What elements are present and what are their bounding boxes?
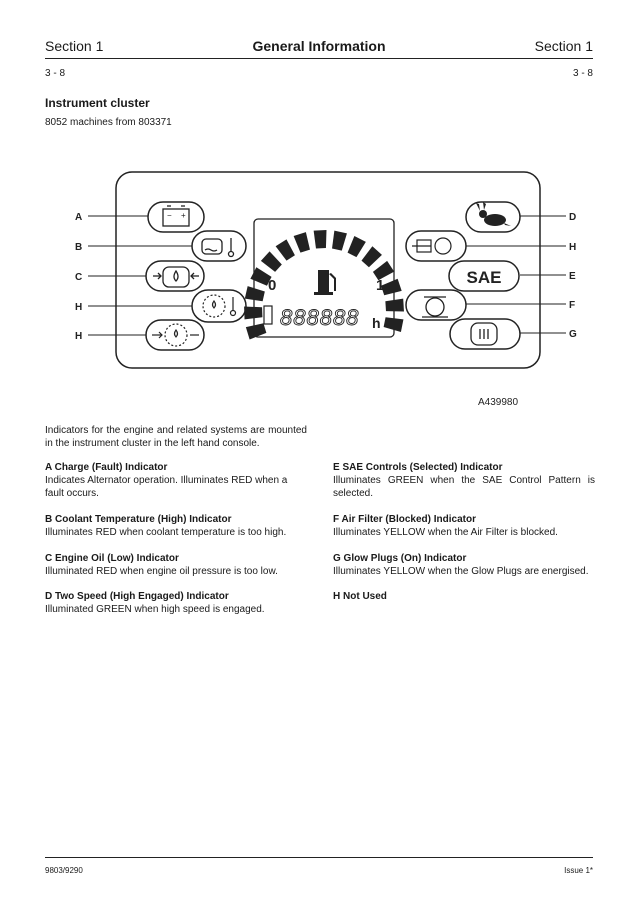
oil-pressure-icon [153,266,199,288]
lcd-hourglass-segment [263,305,273,325]
hourglass-icon [412,237,452,255]
item-c-text: Illuminated RED when engine oil pressure… [45,566,278,577]
cluster-outline [115,171,541,369]
item-d-title: D Two Speed (High Engaged) Indicator [45,591,229,602]
footer-issue: Issue 1* [564,866,593,875]
callout-right-1: D [569,212,576,223]
item-b-title: B Coolant Temperature (High) Indicator [45,514,232,525]
callout-left-3: C [75,272,82,283]
header-title: General Information [252,38,386,54]
gauge-bar-segment [372,260,395,281]
item-f-title: F Air Filter (Blocked) Indicator [333,514,476,525]
lcd-unit: h [372,315,381,331]
header-section-right: Section 1 [534,38,593,54]
svg-text:−: − [167,211,172,220]
sae-label: SAE [467,268,502,287]
item-g-title: G Glow Plugs (On) Indicator [333,553,467,564]
item-h: H Not Used [333,590,595,603]
gauge-arc [244,230,404,340]
battery-icon: − + [162,205,190,227]
item-f: F Air Filter (Blocked) Indicator Illumin… [333,513,595,539]
item-g-text: Illuminates YELLOW when the Glow Plugs a… [333,566,589,577]
gauge-bar-segment [347,235,366,258]
lcd-digits: 888888 [280,305,359,330]
gauge-bar-segment [250,267,272,286]
callout-left-2: B [75,242,82,253]
gauge-bar-segment [244,306,263,320]
item-c-title: C Engine Oil (Low) Indicator [45,553,179,564]
rabbit-icon [476,202,511,226]
fuel-gauge-icon [314,270,336,295]
gauge-bar-segment [244,286,265,302]
callout-left-5: H [75,331,82,342]
svg-text:+: + [181,211,186,220]
gauge-bar-segment [260,251,282,272]
page-number-right: 3 - 8 [572,68,593,79]
page-title: Instrument cluster [45,96,150,110]
footer-rule [45,857,593,858]
gauge-bar-segment [313,230,327,249]
item-d: D Two Speed (High Engaged) Indicator Ill… [45,590,307,616]
item-a-title: A Charge (Fault) Indicator [45,462,168,473]
coolant-temperature-icon [201,238,235,258]
page-number-left: 3 - 8 [45,68,66,79]
header-section-left: Section 1 [45,38,104,54]
item-e-text: Illuminates GREEN when the SAE Control P… [333,475,595,499]
item-a: A Charge (Fault) Indicator Indicates Alt… [45,461,307,500]
glow-plug-icon [470,322,498,346]
header-rule [45,58,593,59]
item-b: B Coolant Temperature (High) Indicator I… [45,513,307,539]
callout-left-1: A [75,212,82,223]
instrument-cluster-figure: A B C H H D H E F G − + [75,171,577,408]
gauge-bar-segment [361,246,382,268]
page-subtitle: 8052 machines from 803371 [45,117,172,128]
gauge-bar-segment [385,298,404,312]
gauge-bar-segment [245,323,267,340]
callout-left-4: H [75,302,82,313]
oil-level-icon [152,323,199,347]
gauge-max-label: 1 [376,277,384,294]
figure-ref: A439980 [478,397,518,408]
callout-right-3: E [569,271,576,282]
gauge-bar-segment [383,317,404,332]
callout-right-5: G [569,329,577,340]
fuel-pump-icon [422,296,448,318]
air-filter-icon [202,294,237,318]
item-e: E SAE Controls (Selected) Indicator Illu… [333,461,595,500]
item-e-title: E SAE Controls (Selected) Indicator [333,462,503,473]
callout-right-4: F [569,300,575,311]
gauge-bar-segment [332,230,347,251]
item-f-text: Illuminates YELLOW when the Air Filter i… [333,527,558,538]
footer-doc-number: 9803/9290 [45,866,83,875]
gauge-bar-segment [381,278,402,296]
intro-text: Indicators for the engine and related sy… [45,425,307,449]
gauge-bar-segment [293,232,310,253]
gauge-bar-segment [275,239,295,261]
gauge-min-label: 0 [268,277,276,294]
item-d-text: Illuminated GREEN when high speed is eng… [45,604,265,615]
item-b-text: Illuminates RED when coolant temperature… [45,527,287,538]
item-h-title: H Not Used [333,591,387,602]
item-c: C Engine Oil (Low) Indicator Illuminated… [45,552,307,578]
item-a-text: Indicates Alternator operation. Illumina… [45,475,288,499]
item-g: G Glow Plugs (On) Indicator Illuminates … [333,552,595,578]
callout-right-2: H [569,242,576,253]
